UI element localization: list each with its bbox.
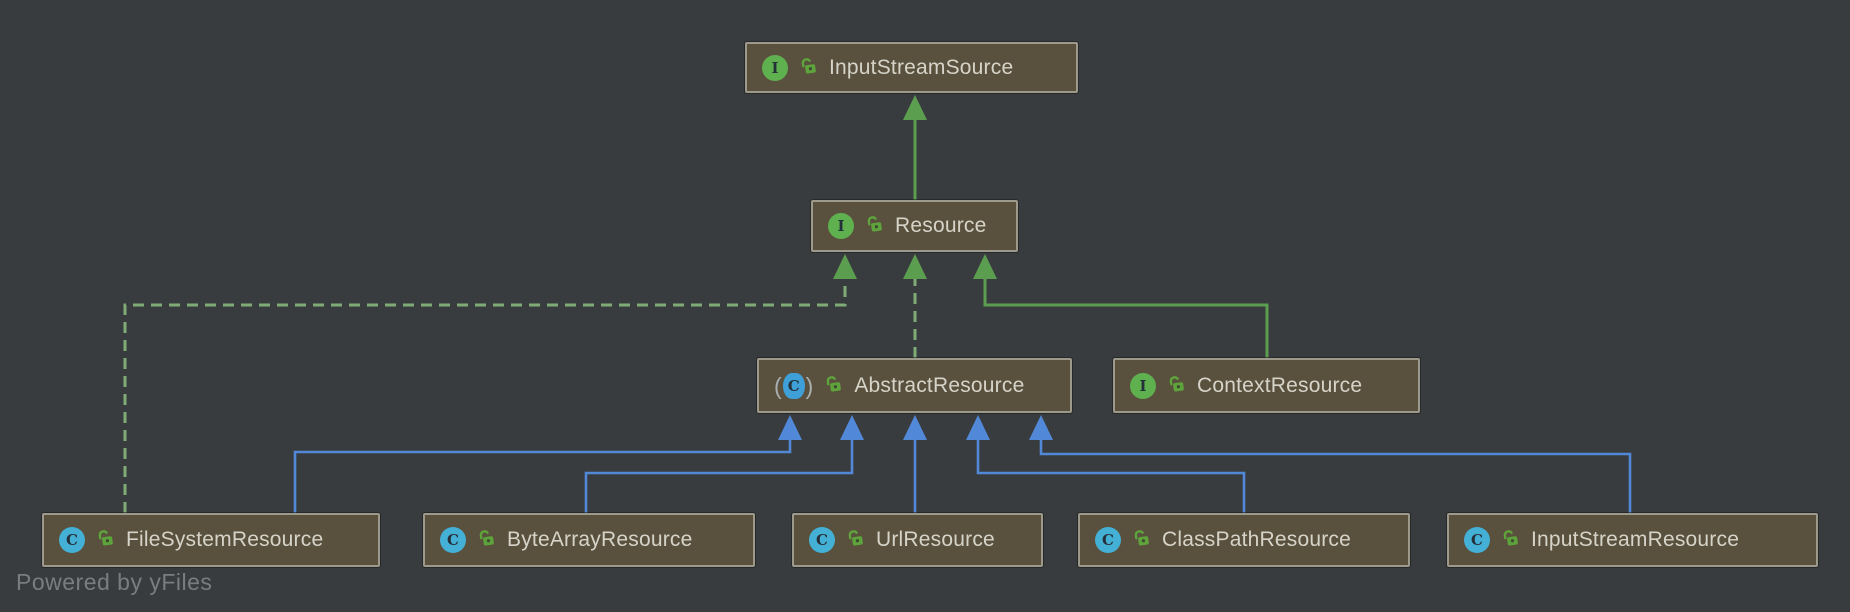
class-name-label: InputStreamSource	[829, 55, 1014, 79]
abstract-class-icon: (C)	[774, 372, 814, 399]
unlock-icon	[865, 214, 884, 238]
class-name-label: UrlResource	[876, 528, 995, 551]
class-node-abstractresource[interactable]: (C) AbstractResource	[757, 358, 1072, 413]
class-name-label: ByteArrayResource	[507, 528, 693, 551]
class-icon: C	[1464, 527, 1490, 553]
class-node-inputstreamresource[interactable]: C InputStreamResource	[1447, 513, 1818, 567]
class-icon: C	[1095, 527, 1121, 553]
class-icon: C	[59, 527, 85, 553]
unlock-icon	[1501, 528, 1520, 552]
edge-filesystemresource-extends-abstractresource	[293, 438, 792, 513]
unlock-icon	[477, 528, 496, 552]
class-node-inputstreamsource[interactable]: I InputStreamSource	[745, 42, 1078, 93]
class-icon: C	[809, 527, 835, 553]
class-name-label: ContextResource	[1197, 373, 1363, 397]
class-name-label: ClassPathResource	[1162, 528, 1351, 551]
unlock-icon	[824, 374, 843, 398]
arrowhead-inputstreamresource-extends-abstractresource	[1029, 415, 1053, 440]
class-node-bytearrayresource[interactable]: C ByteArrayResource	[423, 513, 755, 567]
unlock-icon	[96, 528, 115, 552]
class-name-label: InputStreamResource	[1531, 528, 1740, 551]
unlock-icon	[799, 56, 818, 80]
class-node-filesystemresource[interactable]: C FileSystemResource	[42, 513, 380, 567]
arrowhead-urlresource-extends-abstractresource	[903, 415, 927, 440]
interface-icon: I	[762, 54, 788, 81]
edge-contextresource-extends-resource	[983, 277, 1269, 358]
edge-classpathresource-extends-abstractresource	[976, 438, 1246, 513]
edge-inputstreamresource-extends-abstractresource	[1039, 438, 1632, 513]
class-node-resource[interactable]: I Resource	[811, 200, 1018, 252]
interface-icon: I	[1130, 372, 1156, 399]
arrowhead-abstractresource-implements-resource	[903, 254, 927, 279]
unlock-icon	[1132, 528, 1151, 552]
class-node-contextresource[interactable]: I ContextResource	[1113, 358, 1420, 413]
unlock-icon	[1167, 374, 1186, 398]
class-name-label: FileSystemResource	[126, 528, 324, 551]
arrowhead-filesystemresource-implements-resource	[833, 254, 857, 279]
arrowhead-bytearrayresource-extends-abstractresource	[840, 415, 864, 440]
edge-filesystemresource-implements-resource	[123, 277, 847, 513]
class-node-classpathresource[interactable]: C ClassPathResource	[1078, 513, 1410, 567]
yfiles-watermark: Powered by yFiles	[16, 569, 213, 595]
arrowhead-classpathresource-extends-abstractresource	[966, 415, 990, 440]
edge-bytearrayresource-extends-abstractresource	[584, 438, 854, 513]
arrowhead-resource-extends-inputstreamsource	[903, 95, 927, 120]
class-name-label: Resource	[895, 214, 987, 237]
interface-icon: I	[828, 213, 854, 239]
class-node-urlresource[interactable]: C UrlResource	[792, 513, 1043, 567]
class-icon: C	[440, 527, 466, 553]
arrowhead-contextresource-extends-resource	[973, 254, 997, 279]
arrowhead-filesystemresource-extends-abstractresource	[778, 415, 802, 440]
unlock-icon	[846, 528, 865, 552]
class-name-label: AbstractResource	[854, 373, 1025, 397]
